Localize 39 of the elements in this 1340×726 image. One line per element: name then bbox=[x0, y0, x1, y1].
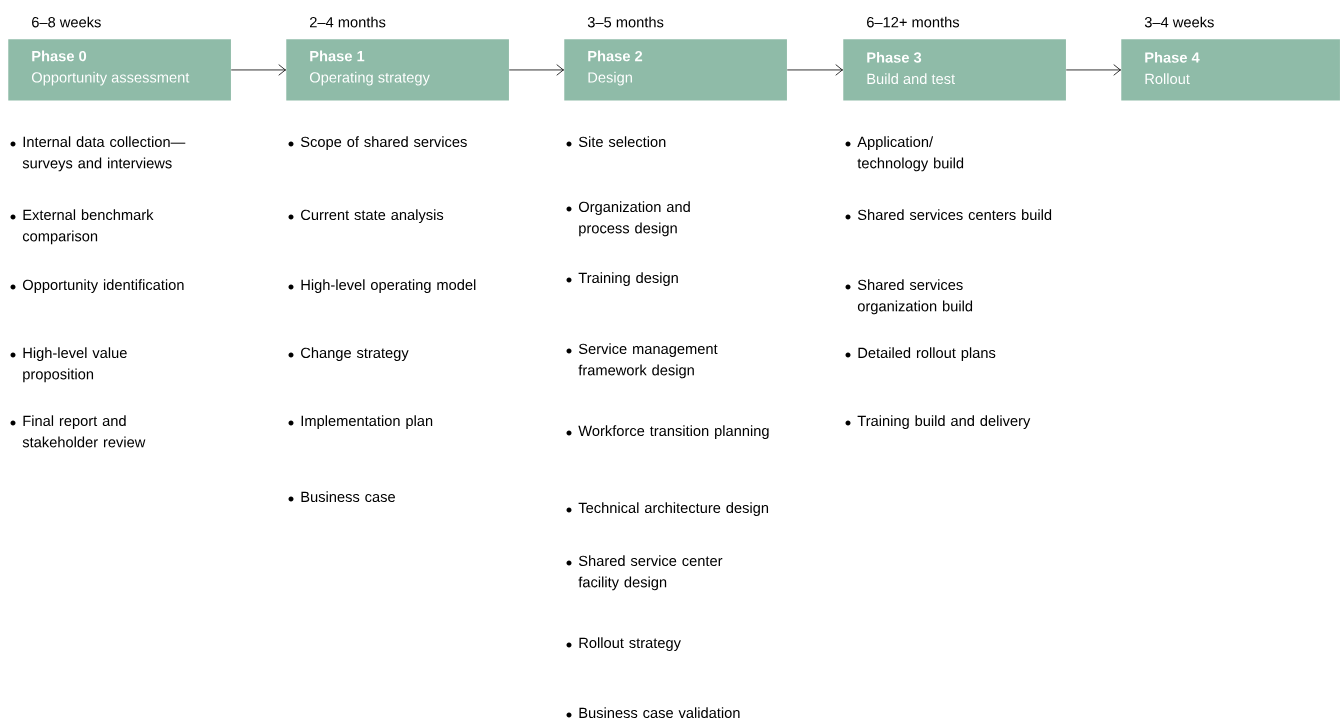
bullet-item: Detailed rollout plans bbox=[845, 347, 996, 361]
arrow bbox=[508, 64, 565, 76]
duration-label: 3–4 weeks bbox=[1144, 16, 1214, 28]
duration-label: 6–12+ months bbox=[867, 16, 960, 28]
bullet-item: Internal data collection— surveys and interviews bbox=[10, 136, 186, 172]
bullet-item: Shared services organization build bbox=[845, 279, 973, 315]
duration-label: 2–4 months bbox=[310, 16, 386, 28]
bullet-item: Current state analysis bbox=[288, 209, 444, 223]
bullet-item: Opportunity identification bbox=[10, 279, 184, 293]
duration-label: 3–5 months bbox=[587, 16, 664, 28]
phase-box: Phase 4 Rollout bbox=[1121, 39, 1340, 101]
bullet-item: External benchmark comparison bbox=[10, 209, 154, 245]
bullet-item: Implementation plan bbox=[288, 415, 433, 429]
phase-box: Phase 0 Opportunity assessment bbox=[8, 39, 231, 101]
phase-box: Phase 1 Operating strategy bbox=[286, 39, 509, 101]
bullet-item: Scope of shared services bbox=[288, 136, 467, 150]
phase-box: Phase 3 Build and test bbox=[843, 39, 1066, 101]
bullet-item: Site selection bbox=[566, 136, 666, 148]
bullet-item: Training build and delivery bbox=[845, 415, 1031, 429]
bullet-item: Final report and stakeholder review bbox=[10, 415, 146, 448]
bullet-item: Technical architecture design bbox=[566, 502, 769, 516]
bullet-item: Application/ technology build bbox=[845, 136, 964, 172]
arrow bbox=[1065, 64, 1122, 76]
bullet-item: Change strategy bbox=[288, 347, 409, 361]
bullet-item: Training design bbox=[566, 272, 678, 286]
bullet-item: High-level operating model bbox=[288, 279, 476, 293]
bullet-item: Business case bbox=[288, 491, 395, 503]
bullet-item: Shared services centers build bbox=[845, 209, 1052, 221]
bullet-item: Organization and process design bbox=[566, 201, 690, 237]
bullet-item: High-level value proposition bbox=[10, 347, 127, 383]
phase-box: Phase 2 Design bbox=[564, 39, 787, 101]
bullet-item: Workforce transition planning bbox=[566, 425, 769, 439]
bullet-item: Rollout strategy bbox=[566, 637, 681, 651]
bullet-item: Service management framework design bbox=[566, 343, 718, 379]
bullet-item: Business case validation bbox=[566, 707, 740, 719]
bullet-item: Shared service center facility design bbox=[566, 555, 723, 591]
duration-label: 6–8 weeks bbox=[32, 16, 101, 28]
arrow bbox=[230, 64, 287, 76]
arrow bbox=[786, 64, 844, 76]
